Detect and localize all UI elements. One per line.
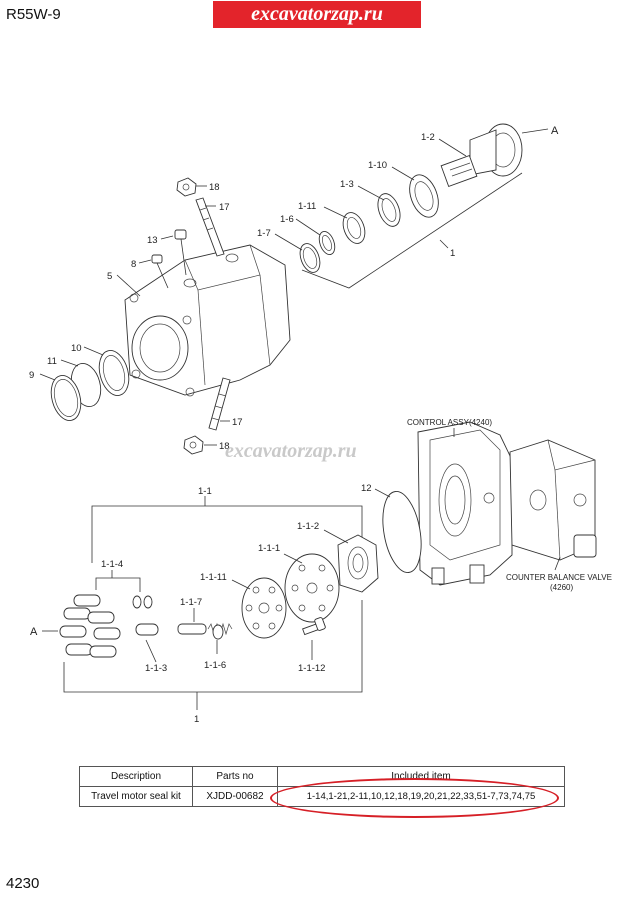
part-13-plug bbox=[174, 229, 187, 276]
highlight-oval bbox=[270, 778, 559, 818]
part-1-11-bearing bbox=[342, 212, 366, 244]
watermark-text: excavatorzap.ru bbox=[225, 440, 357, 462]
label-1-2: 1-2 bbox=[421, 132, 435, 143]
label-1-1-11: 1-1-11 bbox=[200, 572, 227, 583]
part-18-nut-top bbox=[176, 177, 197, 197]
label-1-10: 1-10 bbox=[368, 160, 387, 171]
part-1-1-7-spring-set bbox=[177, 622, 233, 640]
label-9: 9 bbox=[29, 370, 34, 381]
control-assy-drawing bbox=[417, 421, 513, 586]
label-12: 12 bbox=[361, 483, 372, 494]
label-1-1-2: 1-1-2 bbox=[297, 521, 319, 532]
label-5: 5 bbox=[107, 271, 112, 282]
part-1-1-3-piston-shoes bbox=[59, 594, 159, 658]
label-10: 10 bbox=[71, 343, 82, 354]
part-18-nut-bottom bbox=[183, 435, 204, 455]
label-18-bottom: 18 bbox=[219, 441, 230, 452]
label-8: 8 bbox=[131, 259, 136, 270]
label-1-1: 1-1 bbox=[198, 486, 212, 497]
label-a-top: A bbox=[551, 125, 559, 137]
label-control-assy: CONTROL ASSY(4240) bbox=[407, 418, 492, 427]
part-17-stud-top bbox=[195, 197, 225, 257]
label-1-1-4: 1-1-4 bbox=[101, 559, 123, 570]
part-8-plug bbox=[151, 254, 169, 289]
label-1-bottom: 1 bbox=[194, 714, 199, 725]
label-1-1-1: 1-1-1 bbox=[258, 543, 280, 554]
label-17-top: 17 bbox=[219, 202, 230, 213]
part-1-1-2-valve-plate bbox=[337, 534, 379, 593]
page-number: 4230 bbox=[6, 875, 40, 892]
part-1-7-snap-ring bbox=[299, 243, 321, 273]
part-17-stud-bottom bbox=[208, 377, 231, 431]
label-13: 13 bbox=[147, 235, 158, 246]
label-1-1-7: 1-1-7 bbox=[180, 597, 202, 608]
brand-banner[interactable]: excavatorzap.ru bbox=[213, 1, 421, 28]
part-1-1-11-retainer-plate bbox=[241, 577, 287, 639]
part-5-motor-housing bbox=[124, 244, 291, 397]
part-1-3-ring bbox=[377, 193, 401, 227]
label-18-top: 18 bbox=[209, 182, 220, 193]
part-1-10-bearing bbox=[409, 174, 439, 218]
label-1-top: 1 bbox=[450, 248, 455, 259]
cell-parts-no: XJDD-00682 bbox=[192, 786, 278, 807]
part-1-1-12-bolt bbox=[302, 617, 326, 636]
label-a-bottom: A bbox=[30, 626, 38, 638]
label-counter-balance-code: (4260) bbox=[550, 583, 573, 592]
part-1-2-drive-shaft bbox=[440, 123, 523, 188]
label-1-11: 1-11 bbox=[298, 201, 316, 212]
label-1-6: 1-6 bbox=[280, 214, 294, 225]
label-1-1-12: 1-1-12 bbox=[298, 663, 325, 674]
model-name: R55W-9 bbox=[6, 6, 61, 23]
part-1-1-1-cylinder-block bbox=[284, 553, 340, 623]
part-1-6-ring bbox=[318, 231, 336, 255]
part-12-o-ring bbox=[382, 491, 422, 573]
col-parts-no: Parts no bbox=[192, 766, 278, 787]
label-1-7: 1-7 bbox=[257, 228, 271, 239]
counter-balance-valve-drawing bbox=[509, 439, 597, 561]
label-11: 11 bbox=[47, 356, 57, 367]
col-description: Description bbox=[79, 766, 193, 787]
part-1-1-4-retaining-rings bbox=[132, 595, 153, 609]
part-9-snap-ring bbox=[50, 375, 82, 421]
label-1-1-3: 1-1-3 bbox=[145, 663, 167, 674]
label-1-3: 1-3 bbox=[340, 179, 354, 190]
label-counter-balance-valve: COUNTER BALANCE VALVE bbox=[506, 573, 612, 582]
cell-description: Travel motor seal kit bbox=[79, 786, 193, 807]
part-10-ring bbox=[98, 350, 130, 396]
label-17-bottom: 17 bbox=[232, 417, 243, 428]
label-1-1-6: 1-1-6 bbox=[204, 660, 226, 671]
